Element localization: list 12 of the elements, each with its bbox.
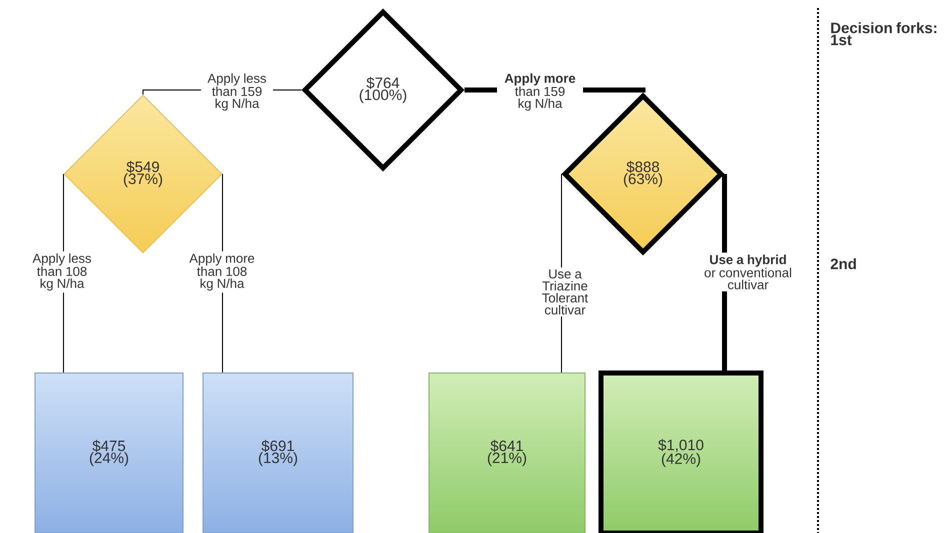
edge-label: Apply more than 108 kg N/ha — [179, 251, 265, 293]
outcome-box: $691 (13%) — [202, 372, 354, 533]
outcome-box: $475 (24%) — [34, 372, 184, 533]
edge-label: Apply more than 159 kg N/ha — [497, 71, 583, 113]
edge-label: Use a Triazine Tolerant cultivar — [532, 267, 598, 317]
edge-label: Use a hybrid or conventional cultivar — [692, 252, 804, 292]
edge-label: Apply less than 159 kg N/ha — [201, 71, 273, 113]
fork-label: Decision forks: 1st — [831, 22, 936, 46]
outcome-box: $641 (21%) — [428, 372, 586, 533]
outcome-box: $1,010 (42%) — [598, 370, 764, 533]
fork-label: 2nd — [830, 258, 856, 270]
edge-label: Apply less than 108 kg N/ha — [23, 251, 101, 293]
